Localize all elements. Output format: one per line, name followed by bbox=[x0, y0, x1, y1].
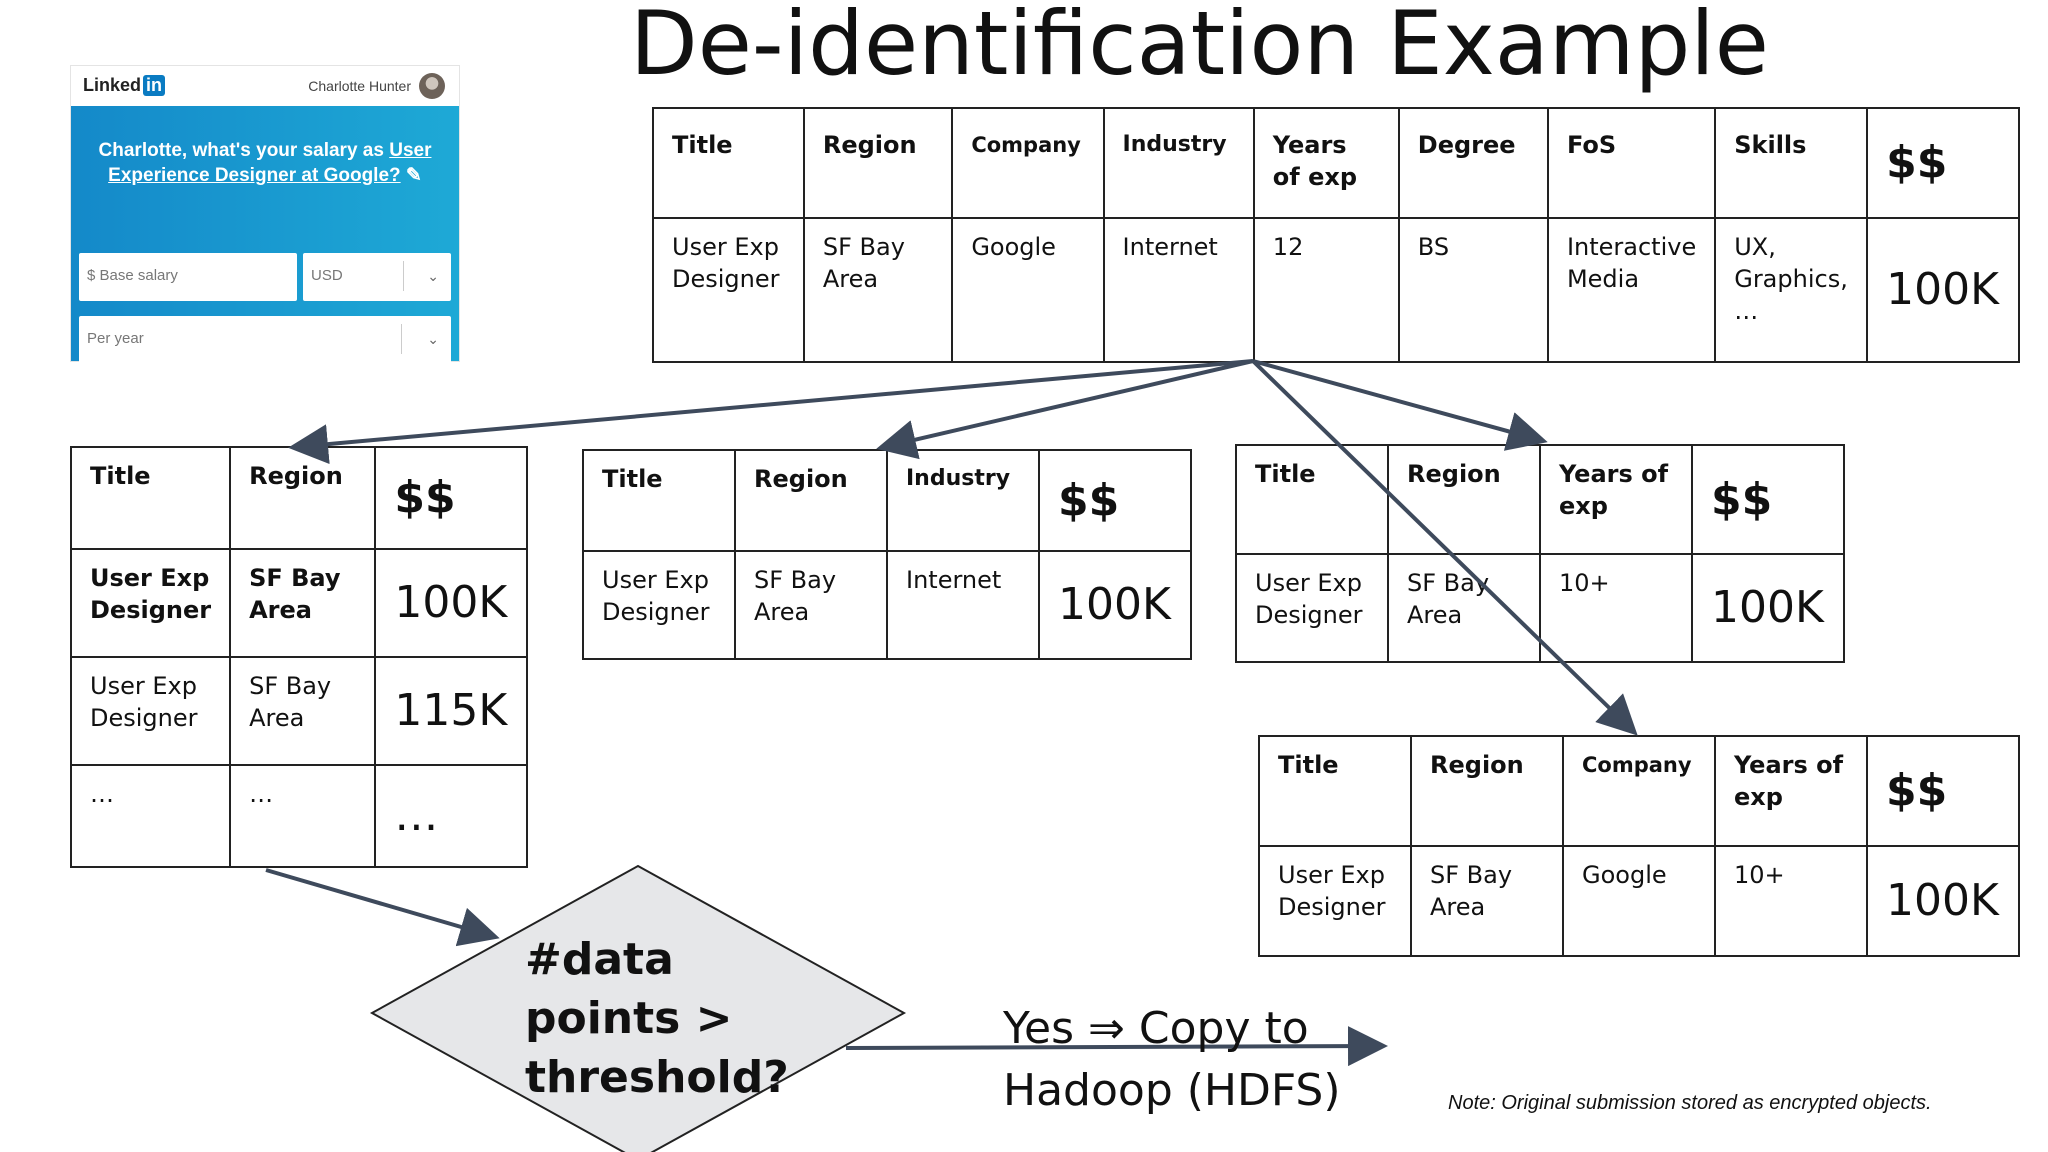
header-title: Title bbox=[1258, 735, 1412, 847]
cell: User Exp Designer bbox=[652, 217, 805, 363]
cell: SF Bay Area bbox=[229, 656, 377, 766]
header-title: Title bbox=[1235, 444, 1389, 555]
arrow-to-table-c bbox=[1252, 359, 1548, 451]
cell: User Exp Designer bbox=[69, 548, 232, 658]
cell: SF Bay Area bbox=[802, 217, 954, 363]
period-select[interactable]: Per year ⌄ bbox=[79, 316, 451, 364]
header-degree: Degree bbox=[1397, 107, 1549, 219]
cell: Internet bbox=[1102, 217, 1255, 363]
header-company: Company bbox=[951, 107, 1105, 219]
table-row: User Exp Designer SF Bay Area Google Int… bbox=[652, 217, 2020, 363]
arrow-to-decision bbox=[265, 868, 500, 947]
decision-label: #data points > threshold? bbox=[525, 934, 789, 1103]
arrow-to-table-b bbox=[876, 359, 1254, 460]
cell-salary: 100K bbox=[374, 548, 528, 658]
base-salary-input[interactable]: $ Base salary bbox=[79, 253, 297, 301]
table-title-region-years: Title Region Years of exp $$ User Exp De… bbox=[1235, 444, 1845, 663]
header-region: Region bbox=[734, 449, 888, 552]
table-header-row: Title Region Company Industry Years of e… bbox=[652, 107, 2020, 219]
header-salary: $$ bbox=[1866, 735, 2020, 847]
header-title: Title bbox=[652, 107, 805, 219]
cell: 12 bbox=[1252, 217, 1400, 363]
table-row: User Exp Designer SF Bay Area 100K bbox=[69, 548, 528, 658]
cell: User Exp Designer bbox=[582, 550, 736, 660]
cell: Internet bbox=[886, 550, 1040, 660]
table-header-row: Title Region Years of exp $$ bbox=[1235, 444, 1845, 555]
main-table: Title Region Company Industry Years of e… bbox=[652, 107, 2020, 363]
avatar[interactable] bbox=[419, 73, 445, 99]
header-years: Years of exp bbox=[1539, 444, 1693, 555]
cell: SF Bay Area bbox=[229, 548, 377, 658]
table-row: … … … bbox=[69, 764, 528, 868]
cell: Interactive Media bbox=[1546, 217, 1717, 363]
user-name: Charlotte Hunter bbox=[308, 78, 411, 94]
cell: 10+ bbox=[1714, 845, 1868, 957]
cell: … bbox=[69, 764, 232, 868]
cell: SF Bay Area bbox=[1387, 553, 1541, 663]
cell-salary: 115K bbox=[374, 656, 528, 766]
header-industry: Industry bbox=[886, 449, 1040, 552]
cell-salary: 100K bbox=[1866, 845, 2020, 957]
table-title-region-industry: Title Region Industry $$ User Exp Design… bbox=[582, 449, 1192, 660]
table-row: User Exp Designer SF Bay Area Google 10+… bbox=[1258, 845, 2020, 957]
header-company: Company bbox=[1562, 735, 1716, 847]
table-title-region-company-years: Title Region Company Years of exp $$ Use… bbox=[1258, 735, 2020, 957]
cell: User Exp Designer bbox=[1258, 845, 1412, 957]
cell: BS bbox=[1397, 217, 1549, 363]
chevron-down-icon: ⌄ bbox=[427, 268, 439, 284]
cell: … bbox=[229, 764, 377, 868]
table-header-row: Title Region Industry $$ bbox=[582, 449, 1192, 552]
header-title: Title bbox=[69, 446, 232, 550]
arrow-to-table-a bbox=[288, 359, 1254, 465]
cell: User Exp Designer bbox=[69, 656, 232, 766]
table-row: User Exp Designer SF Bay Area 115K bbox=[69, 656, 528, 766]
cell-salary: 100K bbox=[1691, 553, 1845, 663]
header-salary: $$ bbox=[1866, 107, 2020, 219]
header-industry: Industry bbox=[1102, 107, 1255, 219]
cell: Google bbox=[1562, 845, 1716, 957]
table-row: User Exp Designer SF Bay Area 10+ 100K bbox=[1235, 553, 1845, 663]
cell-salary: … bbox=[374, 764, 528, 868]
arrow-yes bbox=[845, 1026, 1388, 1067]
header-salary: $$ bbox=[374, 446, 528, 550]
cell: SF Bay Area bbox=[1410, 845, 1564, 957]
chevron-down-icon: ⌄ bbox=[427, 331, 439, 347]
yes-label: Yes ⇒ Copy to Hadoop (HDFS) bbox=[1003, 1003, 1341, 1116]
arrow-to-table-d bbox=[1251, 359, 1638, 736]
header-fos: FoS bbox=[1546, 107, 1717, 219]
cell-salary: 100K bbox=[1038, 550, 1192, 660]
cell: SF Bay Area bbox=[734, 550, 888, 660]
header-years: Years of exp bbox=[1714, 735, 1868, 847]
header-region: Region bbox=[1387, 444, 1541, 555]
table-row: User Exp Designer SF Bay Area Internet 1… bbox=[582, 550, 1192, 660]
cell-salary: 100K bbox=[1866, 217, 2020, 363]
page-title: De-identification Example bbox=[630, 0, 1769, 95]
cell: UX, Graphics, … bbox=[1714, 217, 1869, 363]
decision-diamond bbox=[369, 864, 907, 1152]
header-salary: $$ bbox=[1038, 449, 1192, 552]
cell: Google bbox=[951, 217, 1105, 363]
salary-question: Charlotte, what's your salary as User Ex… bbox=[98, 140, 432, 186]
header-title: Title bbox=[582, 449, 736, 552]
cell: User Exp Designer bbox=[1235, 553, 1389, 663]
header-years: Years of exp bbox=[1252, 107, 1400, 219]
header-skills: Skills bbox=[1714, 107, 1869, 219]
footnote: Note: Original submission stored as encr… bbox=[1448, 1092, 1932, 1114]
header-salary: $$ bbox=[1691, 444, 1845, 555]
currency-select[interactable]: USD ⌄ bbox=[303, 253, 451, 301]
header-region: Region bbox=[802, 107, 954, 219]
cell: 10+ bbox=[1539, 553, 1693, 663]
job-link[interactable]: User Experience Designer at Google? bbox=[108, 140, 432, 186]
header-region: Region bbox=[1410, 735, 1564, 847]
table-header-row: Title Region Company Years of exp $$ bbox=[1258, 735, 2020, 847]
pencil-icon[interactable]: ✎ bbox=[405, 165, 422, 186]
linkedin-salary-form: Charlotte, what's your salary as User Ex… bbox=[71, 106, 459, 364]
